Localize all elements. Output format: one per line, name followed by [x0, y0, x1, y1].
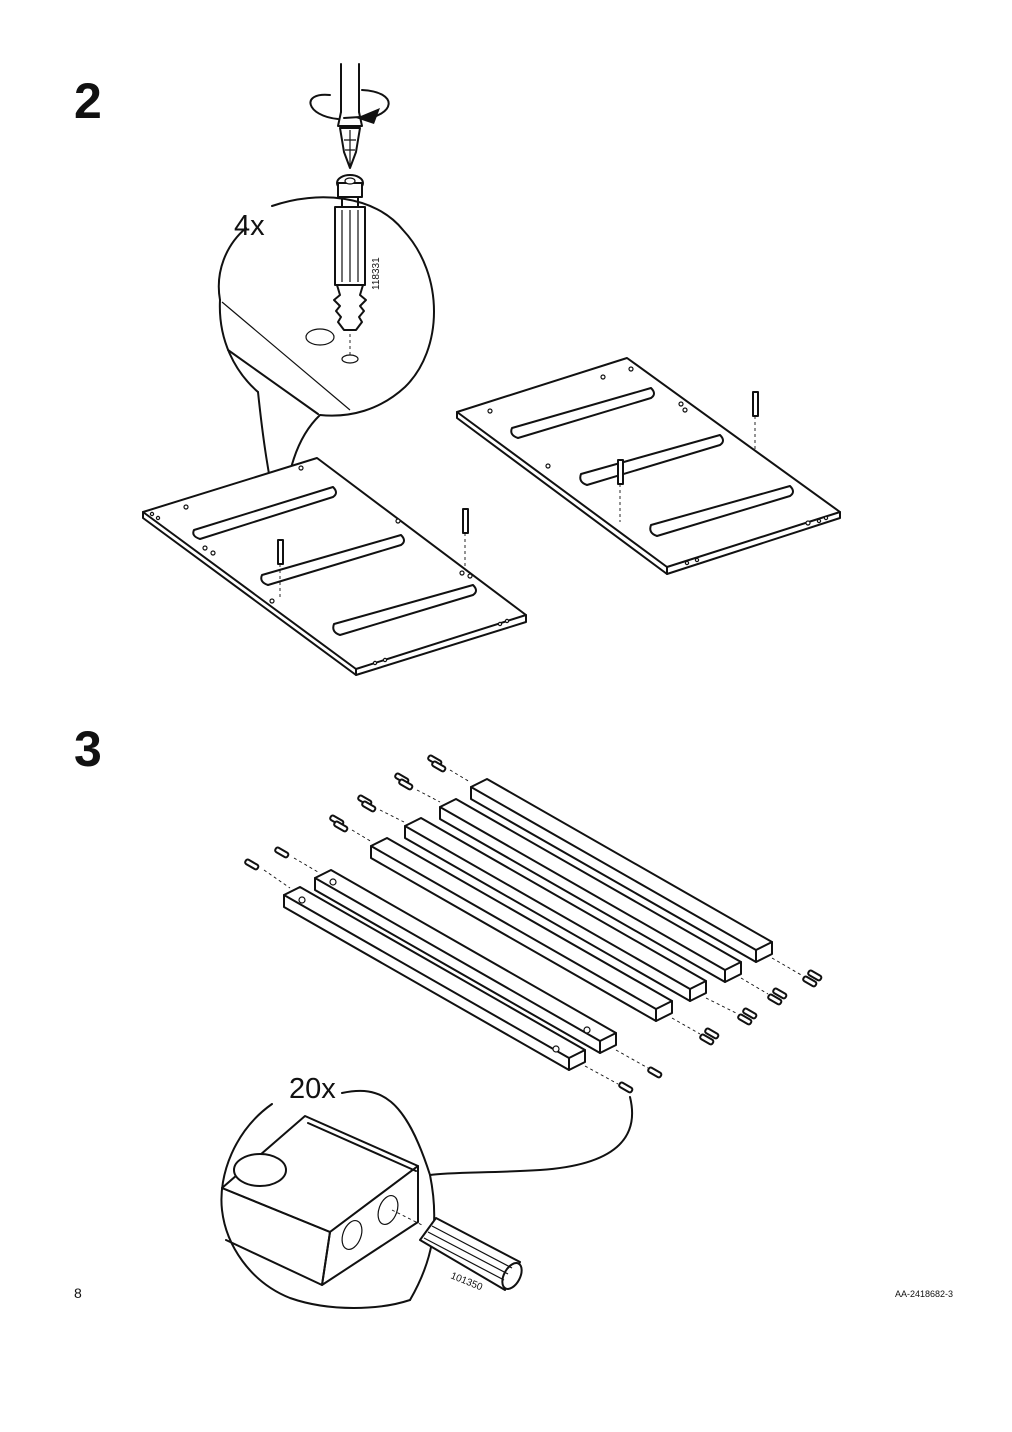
right-panel [456, 357, 841, 575]
dowel-icon [419, 1217, 523, 1291]
cam-bolt-icon [333, 174, 367, 331]
step-3-zoom-detail [220, 1089, 634, 1309]
rails-illustration [283, 778, 773, 1071]
step-2-number: 2 [74, 73, 102, 129]
rotation-arrow-icon [309, 89, 390, 124]
step-3-quantity: 20x [289, 1073, 336, 1105]
dowels-left-group [244, 754, 471, 889]
step-3-number: 3 [74, 721, 102, 777]
dowels-right-group [584, 957, 823, 1094]
step-2-part-number: 118331 [371, 257, 382, 290]
page-number: 8 [74, 1285, 82, 1301]
left-panel [142, 457, 527, 676]
screwdriver-illustration [337, 63, 363, 169]
document-id: AA-2418682-3 [895, 1289, 954, 1299]
